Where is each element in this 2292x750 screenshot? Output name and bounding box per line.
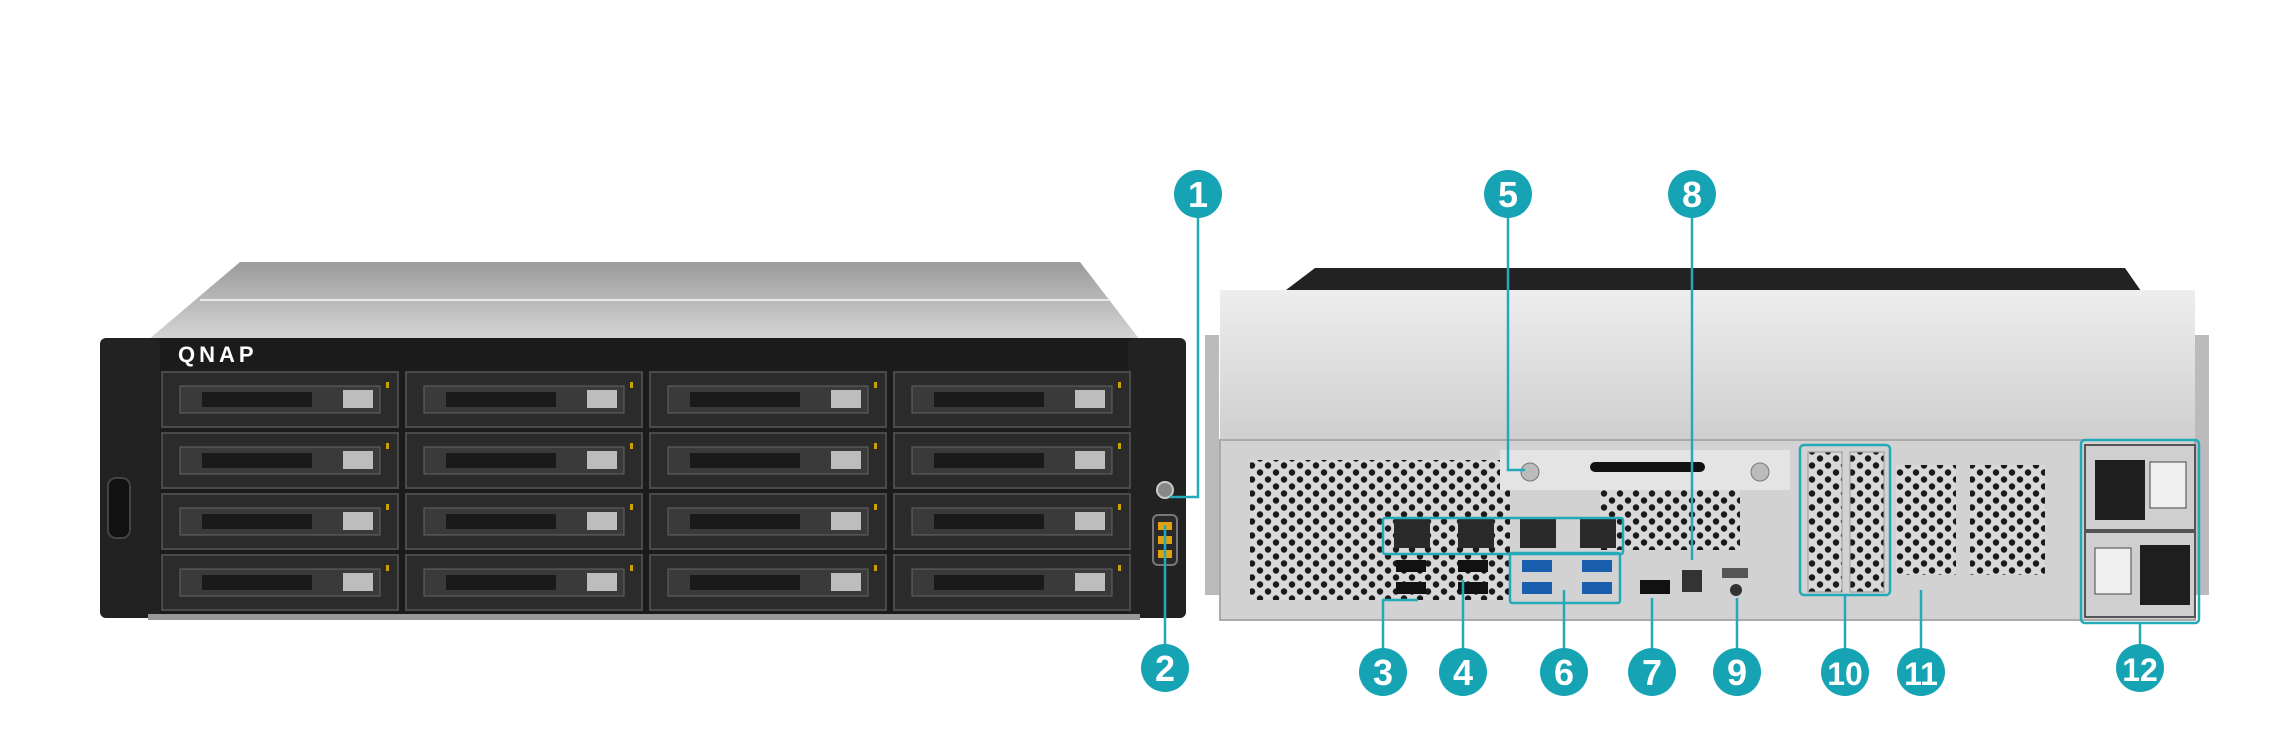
svg-text:10: 10 (1827, 656, 1863, 692)
drive-tray[interactable] (161, 371, 399, 428)
svg-text:2: 2 (1155, 648, 1175, 689)
callout-3: 3 (1359, 648, 1407, 696)
usb3-port[interactable] (1582, 582, 1612, 594)
callout-lines (1163, 215, 2201, 665)
drive-tray-latch[interactable] (831, 390, 861, 408)
drive-tray-latch[interactable] (587, 573, 617, 591)
drive-tray-latch[interactable] (343, 390, 373, 408)
drive-tray[interactable] (893, 432, 1131, 489)
power-button-icon[interactable] (1156, 481, 1174, 499)
callout-1: 1 (1174, 170, 1222, 218)
drive-tray-latch[interactable] (1075, 390, 1105, 408)
callout-6: 6 (1540, 648, 1588, 696)
lan-port[interactable] (1520, 518, 1556, 548)
middle-vent (1600, 490, 1740, 550)
callout-12: 12 (2116, 644, 2164, 692)
drive-tray-latch[interactable] (587, 451, 617, 469)
expansion-slots (1807, 451, 1885, 593)
usb2-port[interactable] (1396, 560, 1426, 572)
usb2-port[interactable] (1458, 560, 1488, 572)
usb3-port[interactable] (1582, 560, 1612, 572)
svg-text:11: 11 (1904, 656, 1938, 692)
drive-tray[interactable] (405, 432, 643, 489)
left-handle (107, 477, 131, 539)
front-view: QNAP (100, 262, 1186, 620)
callout-9: 9 (1713, 648, 1761, 696)
drive-tray[interactable] (161, 554, 399, 611)
drive-tray[interactable] (649, 371, 887, 428)
right-vent (1896, 465, 1956, 575)
drive-tray[interactable] (893, 493, 1131, 550)
svg-text:8: 8 (1682, 174, 1702, 215)
callout-11: 11 (1897, 648, 1945, 696)
usb2-port[interactable] (1396, 582, 1426, 594)
drive-tray[interactable] (649, 493, 887, 550)
rear-view (1205, 268, 2209, 621)
drive-tray[interactable] (405, 493, 643, 550)
hdmi-port[interactable] (1640, 580, 1670, 594)
svg-text:7: 7 (1642, 652, 1662, 693)
drive-tray-latch[interactable] (343, 451, 373, 469)
drive-tray[interactable] (893, 554, 1131, 611)
slot (1590, 462, 1705, 472)
drive-tray[interactable] (649, 554, 887, 611)
drive-tray[interactable] (893, 371, 1131, 428)
lan-port[interactable] (1580, 518, 1616, 548)
callout-4: 4 (1439, 648, 1487, 696)
callout-2: 2 (1141, 644, 1189, 692)
svg-text:9: 9 (1727, 652, 1747, 693)
callout-8: 8 (1668, 170, 1716, 218)
drive-tray[interactable] (405, 554, 643, 611)
callout-10: 10 (1821, 648, 1869, 696)
lan-ports (1394, 518, 1616, 548)
drive-tray-latch[interactable] (587, 390, 617, 408)
drive-bays (161, 371, 1131, 611)
drive-tray-latch[interactable] (831, 512, 861, 530)
drive-tray-latch[interactable] (1075, 512, 1105, 530)
pcie-slot (1849, 451, 1885, 593)
com-port[interactable] (1722, 568, 1748, 578)
drive-tray-latch[interactable] (831, 451, 861, 469)
drive-tray[interactable] (161, 432, 399, 489)
usb3-port[interactable] (1522, 560, 1552, 572)
drive-tray-latch[interactable] (1075, 451, 1105, 469)
drive-tray-latch[interactable] (1075, 573, 1105, 591)
svg-text:6: 6 (1554, 652, 1574, 693)
lan-port[interactable] (1458, 518, 1494, 548)
drive-tray-latch[interactable] (831, 573, 861, 591)
usb2-port[interactable] (1458, 582, 1488, 594)
drive-tray[interactable] (161, 493, 399, 550)
left-rack-ear (100, 338, 160, 618)
drive-tray-latch[interactable] (343, 512, 373, 530)
callouts: 1 2 3 4 5 6 7 8 (1141, 170, 2164, 696)
drive-tray[interactable] (405, 371, 643, 428)
pcie-slot (1807, 451, 1843, 593)
svg-text:12: 12 (2122, 652, 2158, 688)
console-port[interactable] (1682, 570, 1702, 592)
right-rack-ear (1128, 338, 1186, 618)
svg-text:3: 3 (1373, 652, 1393, 693)
lan-port[interactable] (1394, 518, 1430, 548)
rear-upper-cover (1220, 290, 2195, 440)
svg-text:4: 4 (1453, 652, 1473, 693)
reset-button-icon[interactable] (1730, 584, 1742, 596)
usb3-port[interactable] (1522, 582, 1552, 594)
power-supplies (2084, 444, 2196, 618)
drive-tray[interactable] (649, 432, 887, 489)
usb-ports (1396, 560, 1612, 594)
svg-text:1: 1 (1188, 174, 1208, 215)
drive-tray-latch[interactable] (343, 573, 373, 591)
drive-tray-latch[interactable] (587, 512, 617, 530)
brand-logo: QNAP (178, 342, 258, 367)
right-vent-2 (1970, 465, 2045, 575)
svg-text:5: 5 (1498, 174, 1518, 215)
callout-5: 5 (1484, 170, 1532, 218)
callout-7: 7 (1628, 648, 1676, 696)
